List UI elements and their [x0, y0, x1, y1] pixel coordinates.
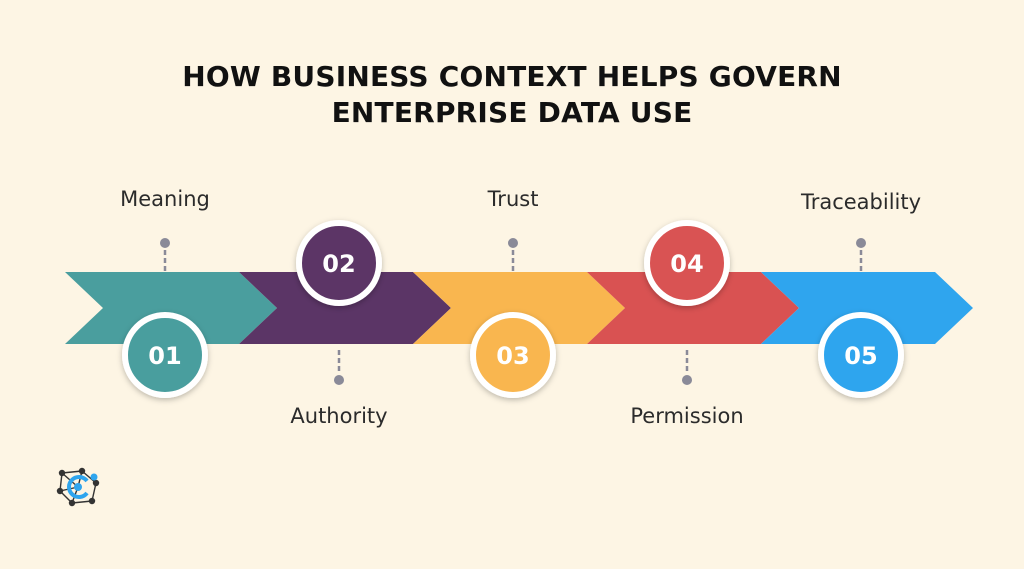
step-number-5: 05: [844, 342, 877, 370]
connector-dot-5: [856, 238, 866, 248]
logo-edge: [61, 470, 83, 474]
chevron-step-3: [413, 272, 625, 344]
page-title-line-1: HOW BUSINESS CONTEXT HELPS GOVERN: [182, 60, 842, 93]
step-number-3: 03: [496, 342, 529, 370]
step-number-4: 04: [670, 250, 703, 278]
logo-node: [68, 499, 76, 507]
step-label-5: Traceability: [800, 190, 922, 214]
logo-node: [58, 469, 66, 477]
logo-core: [74, 483, 82, 491]
step-label-3: Trust: [487, 187, 539, 211]
step-circle-3: [470, 312, 556, 398]
logo-node: [78, 467, 86, 475]
step-label-2: Authority: [290, 404, 388, 428]
step-label-4: Permission: [630, 404, 744, 428]
step-label-1: Meaning: [120, 187, 210, 211]
step-circle-5: [818, 312, 904, 398]
logo-node: [92, 479, 100, 487]
connector-dot-1: [160, 238, 170, 248]
step-circle-1: [122, 312, 208, 398]
chevron-step-2: [239, 272, 451, 344]
logo-edge: [71, 500, 93, 504]
logo-ring: [67, 475, 89, 499]
circle-layer: 01 02 03 04 05: [122, 220, 904, 398]
step-circle-2: [296, 220, 382, 306]
page-title-line-2: ENTERPRISE DATA USE: [331, 96, 693, 129]
step-number-2: 02: [322, 250, 355, 278]
step-circle-4: [644, 220, 730, 306]
connector-dot-2: [334, 375, 344, 385]
logo-node: [88, 497, 96, 505]
logo-node: [56, 487, 64, 495]
chevron-step-1: [65, 272, 277, 344]
chevron-layer: [65, 272, 973, 344]
logo-tip: [90, 473, 98, 481]
chevron-step-4: [587, 272, 799, 344]
network-logo-icon: [56, 467, 100, 507]
chevron-step-5: [761, 272, 973, 344]
connector-layer: [160, 238, 866, 385]
connector-dot-3: [508, 238, 518, 248]
step-number-1: 01: [148, 342, 181, 370]
connector-dot-4: [682, 375, 692, 385]
